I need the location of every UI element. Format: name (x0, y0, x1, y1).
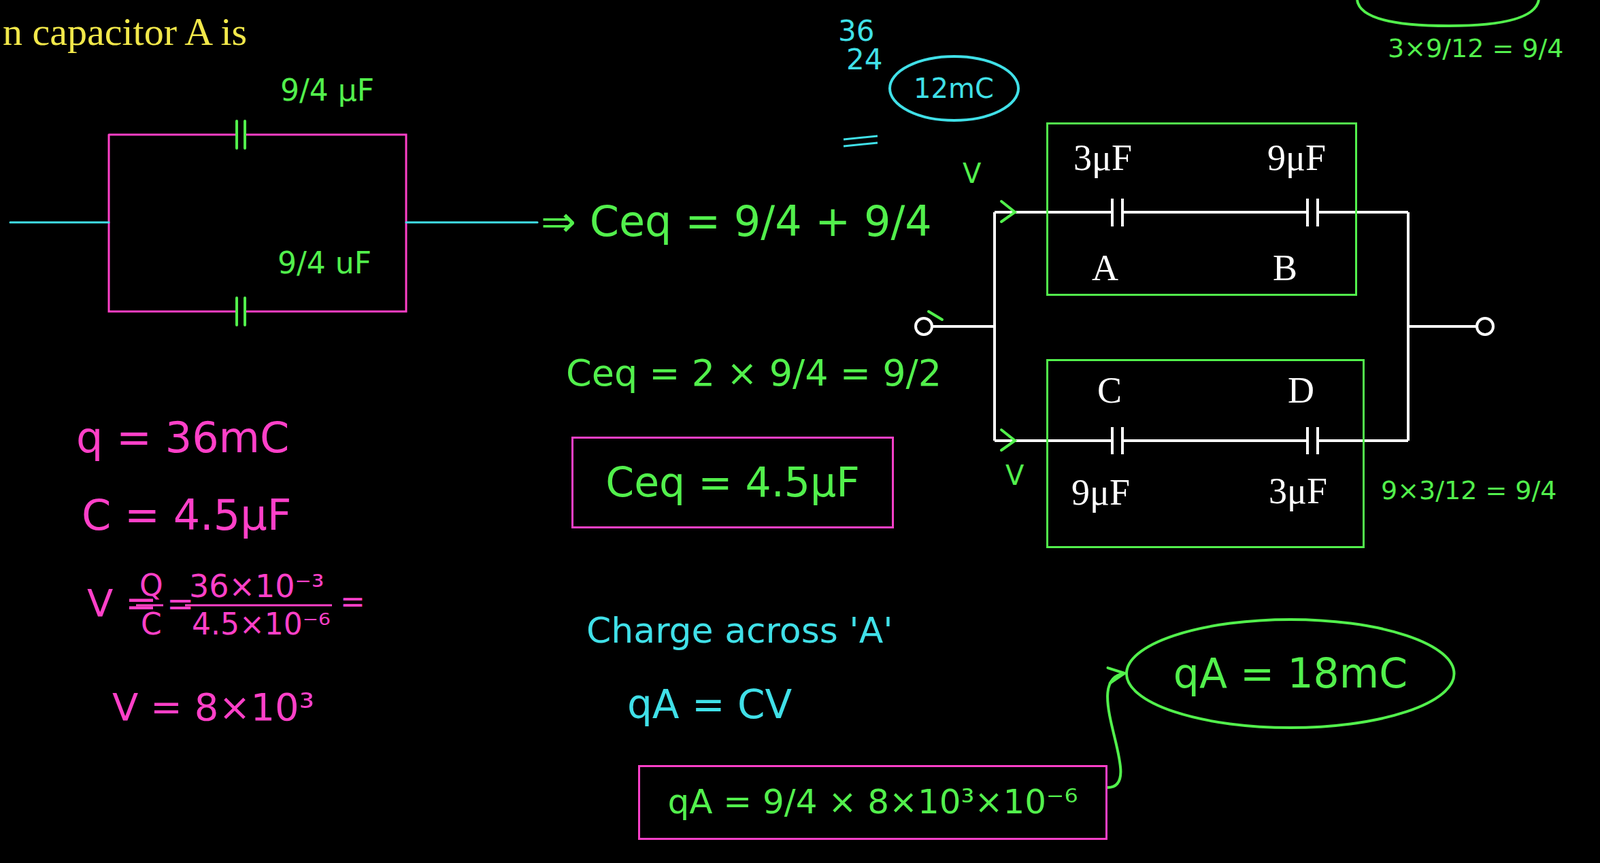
scribble-mark (843, 136, 878, 147)
handwritten-note: C (140, 607, 162, 643)
series-branch-box: C D 9μF 3μF (1046, 359, 1365, 549)
series-branch-box: 3μF 9μF A B (1046, 122, 1358, 296)
handwritten-note: Ceq = 2 × 9/4 = 9/2 (565, 352, 942, 395)
handwritten-note: 4.5×10⁻⁶ (191, 607, 331, 643)
handwritten-note: V (1005, 459, 1024, 492)
formula-box: qA = 9/4 × 8×10³×10⁻⁶ (638, 765, 1108, 841)
capacitor-label: C (1097, 369, 1122, 412)
handwritten-note: 9/4 μF (280, 73, 375, 109)
handwritten-note: 24 (846, 43, 883, 77)
node-text: Ceq = 4.5μF (605, 459, 860, 507)
handwritten-note: 9/4 uF (277, 246, 372, 281)
handwritten-note: ⇒ Ceq = 9/4 + 9/4 (540, 197, 932, 246)
handwritten-note: Q (139, 568, 164, 604)
node-text: qA = 18mC (1173, 650, 1408, 698)
scribble-arc (1357, 0, 1539, 26)
handwritten-note: V = 8×10³ (112, 685, 315, 730)
handwritten-note: C = 4.5μF (81, 491, 292, 540)
capacitor-network (915, 198, 1494, 455)
capacitor-label: A (1091, 246, 1119, 290)
capacitor-label: 3μF (1268, 470, 1328, 513)
node-text: 12mC (913, 72, 994, 105)
circled-note: 12mC (887, 54, 1021, 123)
fraction-bar (136, 604, 332, 607)
handwritten-note: V (962, 157, 981, 190)
capacitor-label: D (1287, 369, 1315, 412)
result-box: Ceq = 4.5μF (571, 436, 894, 529)
handwritten-note: 3×9/12 = 9/4 (1387, 34, 1564, 64)
curved-arrow (1107, 668, 1125, 788)
capacitor-label: 9μF (1267, 136, 1326, 179)
simplified-circuit (10, 121, 538, 326)
current-arrow (928, 201, 1015, 451)
capacitor-label: 3μF (1073, 136, 1132, 179)
handwritten-note: n capacitor A is (2, 9, 247, 56)
handwritten-note: Charge across 'A' (586, 610, 894, 652)
answer-ellipse: qA = 18mC (1124, 617, 1457, 730)
handwritten-note: 9×3/12 = 9/4 (1380, 476, 1558, 507)
handwritten-note: q = 36mC (76, 413, 290, 462)
node-text: qA = 9/4 × 8×10³×10⁻⁶ (667, 782, 1078, 823)
handwritten-note: 36×10⁻³ (189, 568, 324, 605)
handwritten-note: qA = CV (627, 682, 792, 728)
capacitor-label: B (1272, 246, 1298, 290)
handwritten-note: = (340, 585, 366, 620)
capacitor-label: 9μF (1071, 471, 1130, 514)
